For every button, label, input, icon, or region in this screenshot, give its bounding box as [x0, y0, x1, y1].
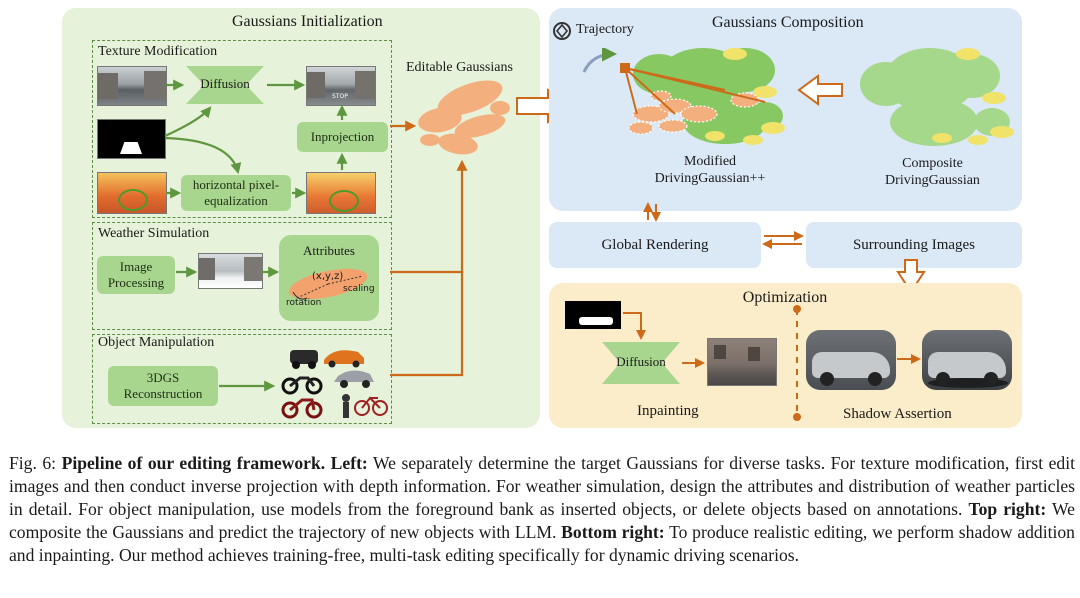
- editable-gaussians-label: Editable Gaussians: [406, 60, 513, 75]
- attribute-ellipse-diagram: [288, 268, 368, 300]
- snow-street-photo: [198, 253, 263, 289]
- caption-text-top-right: We composite the Gaussians and predict t…: [9, 499, 1075, 542]
- autumn-photo-original: [97, 172, 167, 214]
- inpainted-street-image: [707, 338, 777, 386]
- 3dgs-reconstruction-box: 3DGS Reconstruction: [108, 366, 218, 406]
- car-without-shadow-image: [806, 330, 896, 390]
- caption-text-left: We separately determine the target Gauss…: [9, 453, 1075, 519]
- gaussians-composition-title: Gaussians Composition: [712, 14, 864, 31]
- texture-diffusion-label: Diffusion: [200, 76, 250, 91]
- scaling-label: scaling: [343, 284, 375, 294]
- object-bank-images: [281, 350, 388, 419]
- inpaint-diffusion-shape: [602, 342, 680, 384]
- global-rendering-box: [549, 222, 761, 268]
- black-mask-image: [97, 119, 166, 159]
- rotation-label: rotation: [286, 298, 322, 308]
- inpainting-label: Inpainting: [637, 403, 699, 419]
- composite-drivinggaussian-label: Composite DrivingGaussian: [885, 156, 980, 188]
- object-manipulation-region: [92, 334, 392, 424]
- diffusion-shape: [186, 66, 264, 104]
- inprojection-box: Inprojection: [297, 122, 388, 152]
- texture-modification-region: [92, 40, 392, 218]
- caption-fig-label: Fig. 6:: [9, 453, 57, 473]
- modified-gaussians-scene: [620, 48, 785, 145]
- trajectory-curve-icon: [582, 48, 617, 73]
- caption-bold-top-right: Top right:: [968, 499, 1047, 519]
- inpaint-mask-image: [565, 301, 621, 329]
- horizontal-pixel-equalization-box: horizontal pixel- equalization: [181, 175, 291, 211]
- trajectory-label: Trajectory: [576, 22, 634, 37]
- caption-bold-bottom-right: Bottom right:: [561, 522, 665, 542]
- composite-gaussians-scene: [860, 48, 1014, 146]
- car-with-shadow-image: [922, 330, 1012, 390]
- openai-icon: [553, 22, 571, 40]
- texture-modification-title: Texture Modification: [98, 44, 218, 59]
- global-rendering-label: Global Rendering: [601, 237, 709, 253]
- surrounding-images-label: Surrounding Images: [852, 237, 976, 253]
- rendering-connectors: [643, 202, 926, 294]
- gaussians-initialization-title: Gaussians Initialization: [232, 13, 383, 30]
- attributes-label: Attributes: [303, 243, 355, 258]
- shadow-assertion-label: Shadow Assertion: [843, 406, 952, 422]
- weather-simulation-title: Weather Simulation: [98, 226, 210, 241]
- weather-simulation-region: [92, 222, 392, 330]
- caption-text-bottom-right: To produce realistic editing, we perform…: [9, 522, 1075, 565]
- xyz-label: (x,y,z): [312, 271, 344, 282]
- inpaint-diffusion-label: Diffusion: [616, 354, 666, 369]
- optimization-connectors: [623, 305, 921, 421]
- autumn-photo-edited: [306, 172, 376, 214]
- image-processing-box: Image Processing: [97, 256, 175, 294]
- object-manipulation-title: Object Manipulation: [98, 335, 215, 350]
- editable-gaussians-blobs: [418, 80, 510, 155]
- street-photo-edited: STOP: [306, 66, 376, 106]
- caption-bold-left: Pipeline of our editing framework. Left:: [61, 453, 368, 473]
- figure-caption: Fig. 6: Pipeline of our editing framewor…: [9, 452, 1075, 567]
- optimization-title: Optimization: [742, 289, 828, 306]
- modified-drivinggaussian-label: Modified DrivingGaussian++: [654, 154, 766, 186]
- composition-hollow-arrow: [797, 74, 843, 106]
